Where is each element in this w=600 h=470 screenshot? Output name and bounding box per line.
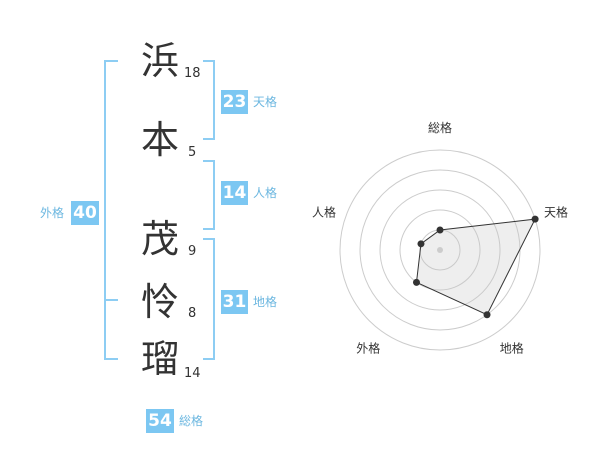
- radar-grid-ring-2: [399, 209, 481, 291]
- name-char-1: 浜: [140, 39, 179, 83]
- jinkaku-label: 人格: [253, 186, 278, 200]
- radar-axis-label-5: 人格: [312, 204, 336, 219]
- stroke-count-1: 18: [184, 66, 201, 81]
- radar-center-point: [437, 247, 443, 253]
- chikaku-value-badge: 31: [221, 290, 248, 314]
- radar-axis-label-3: 地格: [500, 341, 524, 356]
- name-char-2: 本: [140, 118, 179, 162]
- radar-data-polygon: [415, 218, 536, 316]
- name-char-4: 怜: [140, 280, 179, 324]
- name-char-5: 瑠: [140, 337, 179, 381]
- chikaku-label: 地格: [253, 295, 278, 309]
- radar-point-4: [412, 278, 420, 286]
- radar-point-1: [436, 226, 444, 234]
- tenkaku-bracket: [203, 60, 215, 140]
- gaikaku-value-badge: 40: [71, 201, 99, 225]
- jinkaku-value-badge: 14: [221, 181, 248, 205]
- stroke-count-2: 5: [188, 145, 197, 160]
- name-char-3: 茂: [140, 217, 179, 261]
- radar-point-3: [483, 311, 491, 319]
- radar-axis-label-1: 総格: [428, 120, 452, 135]
- radar-grid-ring-5: [339, 149, 541, 351]
- gaikaku-connector: [104, 299, 118, 301]
- radar-axis-label-2: 天格: [544, 204, 568, 219]
- gaikaku-label: 外格: [40, 206, 65, 220]
- stroke-count-3: 9: [188, 244, 197, 259]
- radar-grid-ring-3: [379, 189, 501, 311]
- soukaku-label: 総格: [179, 414, 204, 428]
- stroke-count-5: 14: [184, 366, 201, 381]
- radar-point-5: [417, 240, 425, 248]
- gaikaku-bracket: [104, 60, 118, 360]
- radar-axis-label-4: 外格: [356, 341, 380, 356]
- stroke-count-4: 8: [188, 306, 197, 321]
- tenkaku-value-badge: 23: [221, 90, 248, 114]
- jinkaku-bracket: [203, 160, 215, 230]
- chikaku-bracket: [203, 238, 215, 360]
- tenkaku-label: 天格: [253, 95, 278, 109]
- soukaku-value-badge: 54: [146, 409, 174, 433]
- radar-point-2: [531, 215, 539, 223]
